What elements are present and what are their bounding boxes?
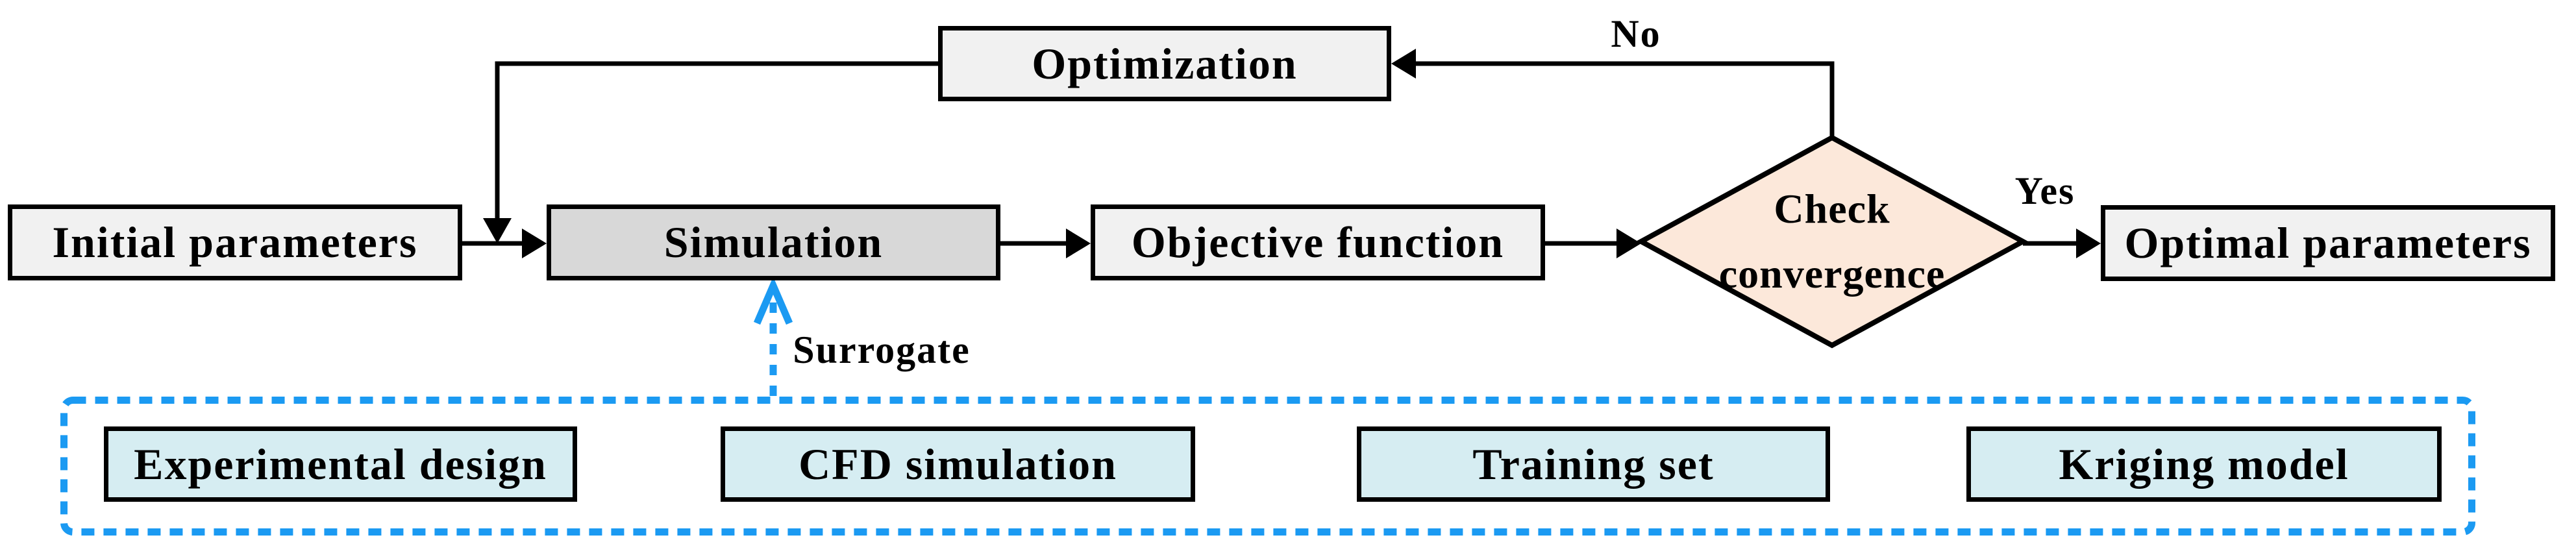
- arrowhead-into-optimal: [2076, 228, 2101, 258]
- decision-diamond-shape: [1635, 134, 2029, 349]
- node-objective-function: Objective function: [1091, 204, 1545, 280]
- node-initial-parameters-label: Initial parameters: [52, 217, 418, 267]
- arrowhead-down-junction: [483, 218, 512, 243]
- node-check-convergence-label: Check convergence: [1702, 177, 1962, 306]
- arrowhead-into-optimization: [1391, 49, 1416, 79]
- check-convergence-line2: convergence: [1718, 251, 1946, 297]
- node-cfd-simulation-label: CFD simulation: [799, 439, 1117, 489]
- node-objective-function-label: Objective function: [1131, 217, 1505, 267]
- node-training-set-label: Training set: [1472, 439, 1715, 489]
- node-cfd-simulation: CFD simulation: [721, 426, 1195, 502]
- node-optimization-label: Optimization: [1032, 38, 1298, 88]
- node-experimental-design-label: Experimental design: [134, 439, 547, 489]
- node-training-set: Training set: [1357, 426, 1830, 502]
- node-optimization: Optimization: [938, 26, 1391, 101]
- surrogate-arrowhead: [753, 277, 793, 325]
- node-optimal-parameters-label: Optimal parameters: [2124, 218, 2532, 267]
- node-initial-parameters: Initial parameters: [8, 204, 462, 280]
- node-kriging-model: Kriging model: [1966, 426, 2442, 502]
- arrowhead-into-simulation: [522, 228, 547, 258]
- surrogate-group-outline: [60, 397, 2475, 536]
- edge-label-surrogate: Surrogate: [793, 328, 971, 371]
- node-optimal-parameters: Optimal parameters: [2101, 205, 2555, 281]
- arrowhead-into-decision: [1616, 228, 1641, 258]
- node-experimental-design: Experimental design: [104, 426, 577, 502]
- node-kriging-model-label: Kriging model: [2059, 439, 2349, 489]
- arrowhead-into-objective: [1066, 228, 1091, 258]
- edge-label-no: No: [1611, 12, 1661, 55]
- edge-label-yes: Yes: [2014, 169, 2075, 212]
- node-simulation-label: Simulation: [663, 217, 884, 267]
- check-convergence-line1: Check: [1774, 186, 1890, 232]
- node-simulation: Simulation: [547, 204, 1000, 280]
- line-no-path: [1403, 61, 1835, 138]
- line-optimization-to-junction: [495, 61, 938, 221]
